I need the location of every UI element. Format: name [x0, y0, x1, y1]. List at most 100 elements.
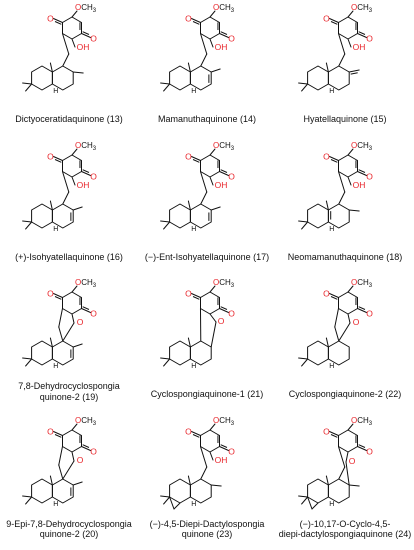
carbonyl-double	[54, 433, 62, 438]
carbonyl-double	[82, 306, 90, 310]
methyl-bond	[210, 484, 222, 486]
quinone-ring	[200, 429, 220, 452]
methoxy-label: OCH3	[351, 278, 373, 289]
methylene-bond	[61, 170, 70, 192]
decalin-ring-b	[189, 203, 212, 228]
compound-label-line: Dictyoceratidaquinone (13)	[15, 114, 123, 124]
methylene-bond	[58, 308, 63, 328]
compound-label-line: Cyclospongiaquinone-1 (21)	[150, 389, 264, 399]
carbonyl-double	[54, 158, 62, 163]
carbonyl-double	[220, 306, 228, 310]
methoxy-bond	[71, 285, 78, 293]
methyl-bond	[325, 475, 329, 485]
compound-label-line: (−)-Ent-Isohyatellaquinone (17)	[144, 251, 270, 262]
compound-label: Mamanuthaquinone (14)	[138, 114, 276, 125]
decalin-ring-a	[169, 65, 191, 91]
methyl-bond	[325, 62, 329, 73]
quinone-ring	[200, 16, 220, 40]
methyl-bond	[187, 62, 191, 73]
methyl-bond	[301, 83, 309, 92]
methoxy-label: OCH3	[213, 3, 235, 14]
methyl-bond	[25, 358, 33, 367]
stereo-hydrogen: H	[191, 501, 196, 508]
stereo-hydrogen: H	[53, 88, 58, 95]
methyl-bond	[301, 358, 309, 367]
quinone-ring	[62, 154, 82, 177]
ether-bond	[71, 313, 75, 324]
compound-label-line: quinone-2 (19)	[39, 391, 99, 402]
decalin-ring-b	[51, 203, 74, 228]
methylene-bond	[334, 308, 339, 328]
carbonyl-oxygen: O	[90, 446, 97, 456]
methyl-bond	[298, 220, 309, 222]
methoxy-label: OCH3	[75, 141, 97, 152]
carbonyl-bond	[81, 33, 92, 38]
carbonyl-double	[220, 31, 228, 35]
compound-label: Cyclospongiaquinone-2 (22)	[276, 389, 414, 400]
methyl-bond	[49, 475, 53, 485]
decalin-ring-a	[307, 203, 329, 228]
carbonyl-oxygen: O	[323, 151, 330, 161]
cyclopropane-bond	[311, 502, 319, 509]
carbonyl-oxygen: O	[228, 446, 235, 456]
ether-bond	[62, 322, 75, 342]
compound-label-line: Mamanuthaquinone (14)	[157, 114, 257, 124]
hydroxyl-bond	[209, 451, 214, 460]
hydroxyl-label: OH	[77, 180, 90, 190]
carbonyl-oxygen: O	[228, 34, 235, 44]
decalin-ring-b	[327, 203, 350, 228]
stereo-hydrogen: H	[191, 88, 196, 95]
ether-oxygen: O	[349, 456, 356, 466]
methylene-bond	[338, 466, 346, 479]
stereo-hydrogen: H	[329, 501, 334, 508]
methylene-bond	[338, 53, 346, 67]
methylene-bond	[337, 33, 346, 55]
compound-label: Hyatellaquinone (15)	[276, 114, 414, 125]
decalin-ring-b	[51, 65, 74, 91]
decalin-ring-b	[51, 478, 74, 503]
hydroxyl-bond	[347, 38, 352, 48]
methyl-bond	[22, 357, 33, 360]
compound-label: Dictyoceratidaquinone (13)	[0, 114, 138, 125]
decalin-ring-b	[327, 340, 350, 366]
carbonyl-double	[82, 443, 90, 448]
methyl-bond	[49, 337, 53, 348]
compound-label: Neomamanuthaquinone (18)	[276, 252, 414, 263]
methyl-bond	[348, 484, 360, 486]
carbonyl-bond	[52, 155, 63, 161]
decalin-ring-a	[31, 340, 53, 366]
methoxy-bond	[71, 10, 78, 18]
methoxy-bond	[347, 285, 354, 293]
carbonyl-bond	[219, 308, 230, 313]
methyl-bond	[210, 68, 221, 73]
quinone-ring	[200, 291, 220, 315]
methoxy-label: OCH3	[351, 141, 373, 152]
carbonyl-bond	[328, 155, 339, 161]
ether-bond	[209, 313, 217, 323]
carbonyl-bond	[190, 155, 201, 161]
methyl-bond	[298, 82, 309, 85]
ether-bond	[210, 321, 217, 348]
methoxy-label: OCH3	[75, 3, 97, 14]
stereo-hydrogen: H	[329, 226, 334, 233]
methoxy-bond	[347, 423, 354, 430]
stereo-hydrogen: H	[53, 363, 58, 370]
methyl-bond	[325, 337, 329, 348]
hydroxyl-label: OH	[77, 42, 90, 52]
hydroxyl-label: OH	[353, 42, 366, 52]
methoxy-bond	[347, 148, 354, 155]
methylene-bond	[199, 170, 208, 192]
carbonyl-oxygen: O	[323, 289, 330, 299]
methoxy-label: OCH3	[351, 3, 373, 14]
carbonyl-oxygen: O	[228, 309, 235, 319]
carbonyl-double	[330, 296, 338, 300]
